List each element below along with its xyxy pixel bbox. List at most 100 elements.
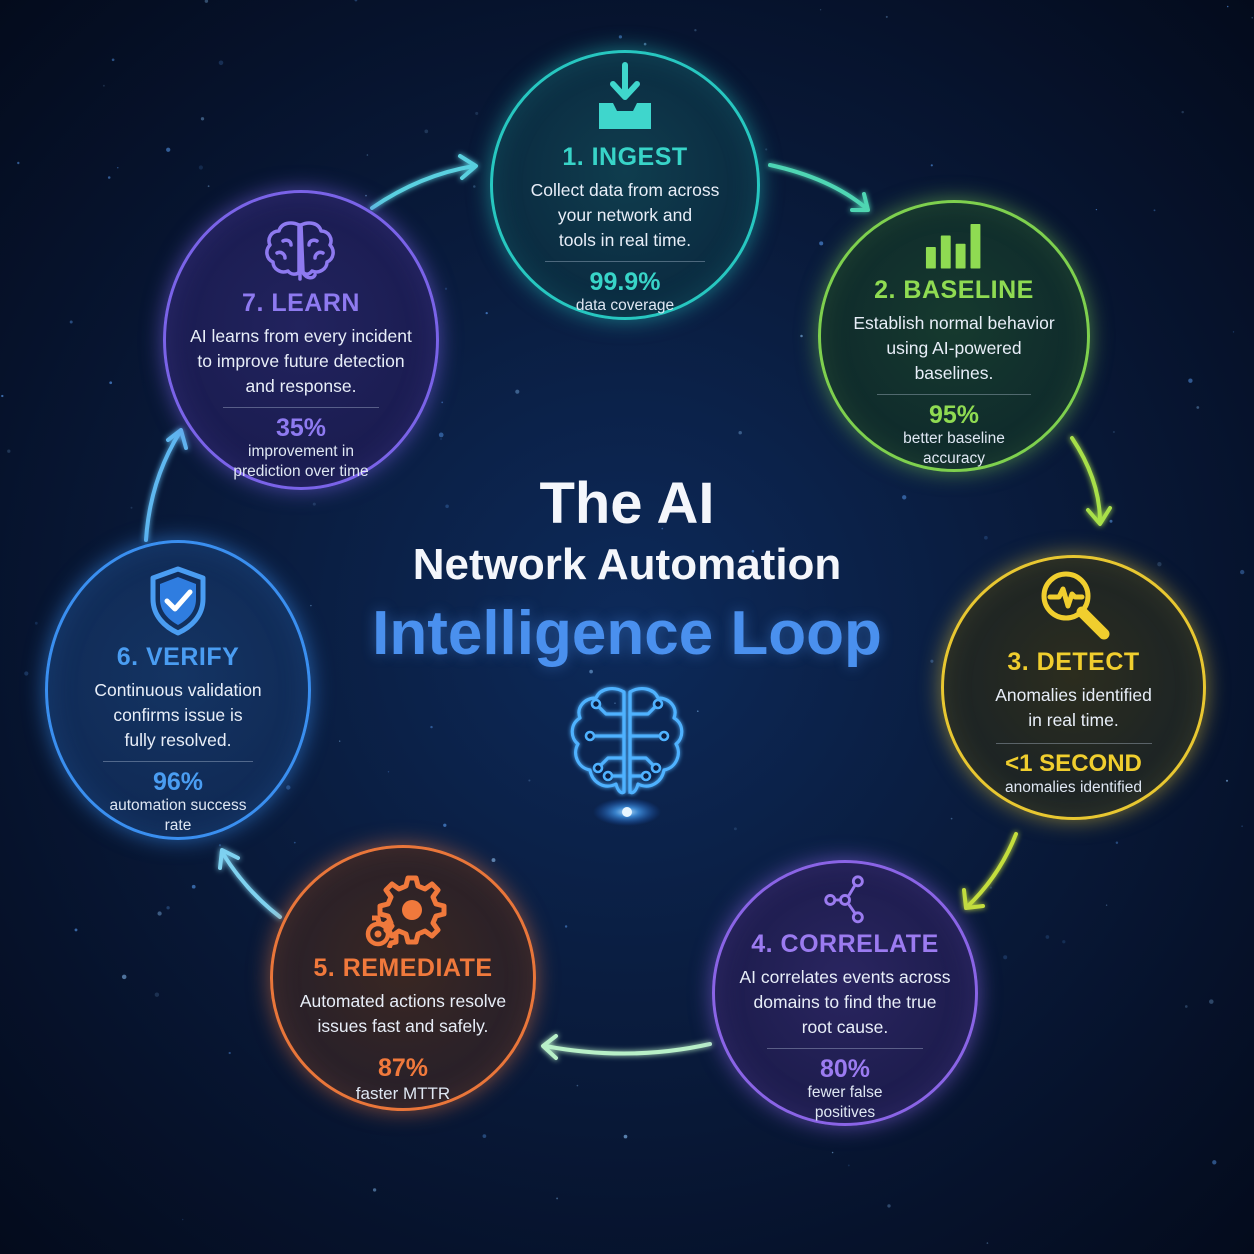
- star-dot: [1212, 1160, 1217, 1165]
- star-dot: [1226, 5, 1229, 8]
- star-dot: [441, 401, 444, 404]
- star-dot: [847, 1164, 850, 1167]
- star-dot: [74, 928, 78, 932]
- star-dot: [819, 9, 822, 11]
- stage-metric: 87%: [377, 1054, 429, 1082]
- star-dot: [885, 15, 888, 18]
- star-dot: [930, 164, 933, 167]
- title-line-3: Intelligence Loop: [372, 599, 882, 668]
- star-dot: [482, 1134, 487, 1138]
- star-dot: [1062, 940, 1066, 944]
- star-dot: [438, 432, 444, 438]
- stage-metric: 95%: [928, 401, 980, 429]
- star-dot: [618, 35, 623, 39]
- title-line-1: The AI: [539, 471, 715, 536]
- star-dot: [1045, 935, 1050, 939]
- star-dot: [228, 1051, 231, 1055]
- star-dot: [491, 858, 496, 863]
- star-dot: [293, 841, 296, 844]
- stage-title: 2. BASELINE: [874, 276, 1034, 305]
- star-dot: [445, 504, 449, 509]
- star-dot: [610, 574, 612, 576]
- node-graph-icon: [824, 875, 864, 924]
- stage-title: 6. VERIFY: [116, 643, 240, 671]
- stage-detect: 3. DETECT Anomalies identified in real t…: [941, 555, 1206, 820]
- star-dot: [107, 176, 111, 179]
- star-dot: [181, 1218, 184, 1221]
- stage-learn: 7. LEARN AI learns from every incident t…: [163, 190, 439, 490]
- star-dot: [564, 925, 568, 928]
- bar-chart-icon: [925, 223, 981, 269]
- star-dot: [207, 185, 210, 188]
- star-dot: [7, 449, 11, 453]
- stage-metric: 99.9%: [589, 268, 661, 296]
- star-dot: [366, 154, 369, 156]
- stage-title: 7. LEARN: [242, 289, 360, 317]
- star-dot: [1157, 562, 1162, 567]
- star-dot: [444, 287, 448, 290]
- star-dot: [475, 111, 479, 115]
- stage-description: Collect data from across your network an…: [530, 180, 720, 250]
- star-dot: [1188, 378, 1193, 383]
- star-dot: [1225, 779, 1229, 782]
- divider: [877, 394, 1031, 395]
- star-dot: [614, 702, 616, 705]
- star-dot: [576, 1084, 579, 1087]
- star-dot: [354, 0, 358, 2]
- stage-metric-label: data coverage: [575, 297, 675, 314]
- stage-description: AI learns from every incident to improve…: [190, 326, 412, 396]
- magnifier-pulse-icon: [1041, 571, 1109, 640]
- star-dot: [1232, 331, 1235, 333]
- inbox-download-icon: [599, 62, 651, 129]
- stage-correlate: 4. CORRELATE AI correlates events across…: [712, 860, 978, 1126]
- divider: [995, 743, 1152, 744]
- star-dot: [166, 147, 171, 152]
- stage-verify: 6. VERIFY Continuous validation confirms…: [45, 540, 311, 840]
- star-dot: [424, 129, 429, 134]
- star-dot: [1184, 1005, 1188, 1008]
- star-dot: [34, 621, 38, 625]
- stage-metric: 96%: [152, 768, 204, 796]
- stage-remediate: 5. REMEDIATE Automated actions resolve i…: [270, 845, 536, 1111]
- star-dot: [528, 779, 531, 782]
- star-dot: [204, 0, 209, 3]
- star-dot: [166, 906, 170, 910]
- divider: [767, 1048, 923, 1049]
- title-line-2: Network Automation: [412, 540, 842, 589]
- star-dot: [430, 725, 433, 729]
- star-dot: [121, 974, 127, 980]
- stage-title: 5. REMEDIATE: [313, 954, 493, 982]
- star-dot: [589, 669, 593, 674]
- star-dot: [1153, 209, 1156, 212]
- stage-metric-label: faster MTTR: [355, 1084, 451, 1103]
- star-dot: [218, 844, 222, 847]
- star-dot: [1209, 999, 1214, 1004]
- star-dot: [902, 495, 907, 500]
- star-dot: [1, 394, 4, 398]
- star-dot: [831, 1151, 834, 1154]
- divider: [545, 261, 705, 262]
- star-dot: [485, 311, 488, 315]
- star-dot: [733, 827, 737, 831]
- star-dot: [339, 740, 341, 742]
- star-dot: [109, 381, 113, 385]
- star-dot: [372, 1188, 377, 1192]
- star-dot: [154, 992, 160, 997]
- stage-description: Automated actions resolve issues fast an…: [299, 991, 507, 1036]
- star-dot: [198, 165, 203, 170]
- stage-title: 4. CORRELATE: [751, 930, 939, 959]
- star-dot: [312, 502, 316, 506]
- star-dot: [819, 241, 824, 246]
- star-dot: [1115, 841, 1119, 844]
- star-dot: [1241, 825, 1243, 828]
- star-dot: [751, 549, 755, 553]
- star-dot: [950, 817, 953, 820]
- stage-metric-label: improvement in prediction over time: [233, 443, 369, 480]
- stage-description: Anomalies identified in real time.: [995, 685, 1152, 730]
- star-dot: [696, 710, 699, 713]
- star-dot: [1196, 406, 1200, 409]
- stage-metric-label: fewer false positives: [807, 1084, 883, 1121]
- star-dot: [1105, 904, 1108, 906]
- stage-metric-label: better baseline accuracy: [903, 430, 1005, 467]
- stage-ingest: 1. INGEST Collect data from across your …: [490, 50, 760, 320]
